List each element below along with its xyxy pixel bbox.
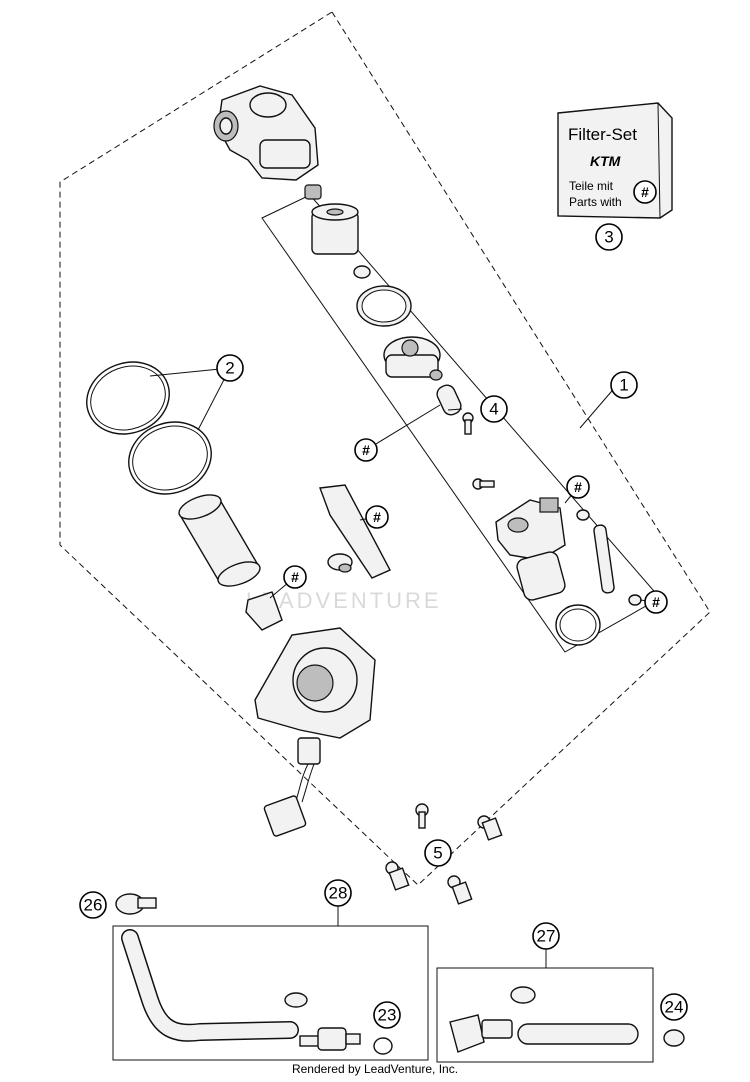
callout-24: 24 (660, 993, 688, 1021)
callout-23: 23 (373, 1001, 401, 1029)
tube-right (593, 524, 615, 594)
plastic-cover (319, 484, 391, 579)
callout-27: 27 (532, 922, 560, 950)
filter-set-line1: Teile mit (569, 179, 614, 193)
svg-text:3: 3 (604, 228, 613, 247)
callout-5: 5 (424, 839, 452, 867)
o-ring-set-2 (86, 361, 212, 495)
filter-sleeve (178, 494, 261, 587)
svg-text:28: 28 (329, 884, 348, 903)
quick-connector-28 (299, 1027, 361, 1051)
straight-hose-27 (517, 1023, 639, 1045)
svg-text:24: 24 (665, 998, 684, 1017)
clamp-27 (510, 986, 536, 1004)
callout-3: 3 (595, 223, 623, 251)
small-o-ring (353, 265, 371, 279)
filter-set-hash: # (641, 184, 649, 200)
hose-kit-box-28 (112, 925, 429, 1061)
pump-head (213, 85, 319, 181)
quick-connector-27 (449, 1014, 513, 1053)
hash-marker: # (566, 475, 590, 499)
hose-kit-box-27 (436, 967, 654, 1063)
callout-26: 26 (79, 891, 107, 919)
hash-marker: # (283, 565, 307, 589)
fuel-pump (495, 497, 566, 601)
hash-marker: # (644, 590, 668, 614)
svg-text:#: # (373, 509, 381, 525)
wire-harness (263, 763, 315, 837)
o-ring-23 (373, 1037, 393, 1055)
svg-text:27: 27 (537, 927, 556, 946)
hash-marker: # (354, 438, 378, 462)
svg-text:26: 26 (84, 896, 103, 915)
hash-marker: # (365, 505, 389, 529)
svg-text:#: # (362, 442, 370, 458)
clamp-24 (663, 1029, 685, 1047)
clamp-26 (115, 893, 157, 915)
filter-set-line2: Parts with (569, 195, 622, 209)
small-clip (327, 553, 353, 573)
filter-cartridge (311, 203, 359, 255)
large-o-ring-top-inner (361, 289, 407, 323)
callout-2: 2 (216, 354, 244, 382)
spring (304, 184, 322, 200)
pump-flange (254, 627, 376, 765)
footer-credit: Rendered by LeadVenture, Inc. (291, 1062, 459, 1076)
flange-screws (385, 803, 503, 905)
svg-text:#: # (652, 594, 660, 610)
retainer-clip (245, 591, 283, 631)
sub-assembly-outline (261, 194, 661, 653)
svg-text:2: 2 (225, 359, 234, 378)
svg-text:1: 1 (619, 376, 628, 395)
svg-text:5: 5 (433, 844, 442, 863)
filter-set-title: Filter-Set (568, 125, 637, 144)
o-ring-right (576, 509, 590, 521)
sleeve (436, 384, 462, 416)
svg-text:4: 4 (489, 400, 498, 419)
main-assembly-outline (59, 11, 711, 886)
screw-pump (472, 478, 495, 490)
filter-set-brand: KTM (590, 153, 621, 169)
callout-28: 28 (324, 879, 352, 907)
callout-1: 1 (610, 371, 638, 399)
clamp-28 (284, 992, 308, 1008)
filter-set-box: Filter-Set KTM Teile mit Parts with # (557, 102, 673, 219)
svg-text:#: # (291, 569, 299, 585)
pressure-regulator (383, 336, 443, 381)
screw-small (462, 412, 474, 435)
callout-4: 4 (480, 395, 508, 423)
svg-text:#: # (574, 479, 582, 495)
o-ring-bottom-right (628, 594, 642, 606)
large-o-ring-bottom-inner (559, 608, 597, 642)
svg-text:23: 23 (378, 1006, 397, 1025)
